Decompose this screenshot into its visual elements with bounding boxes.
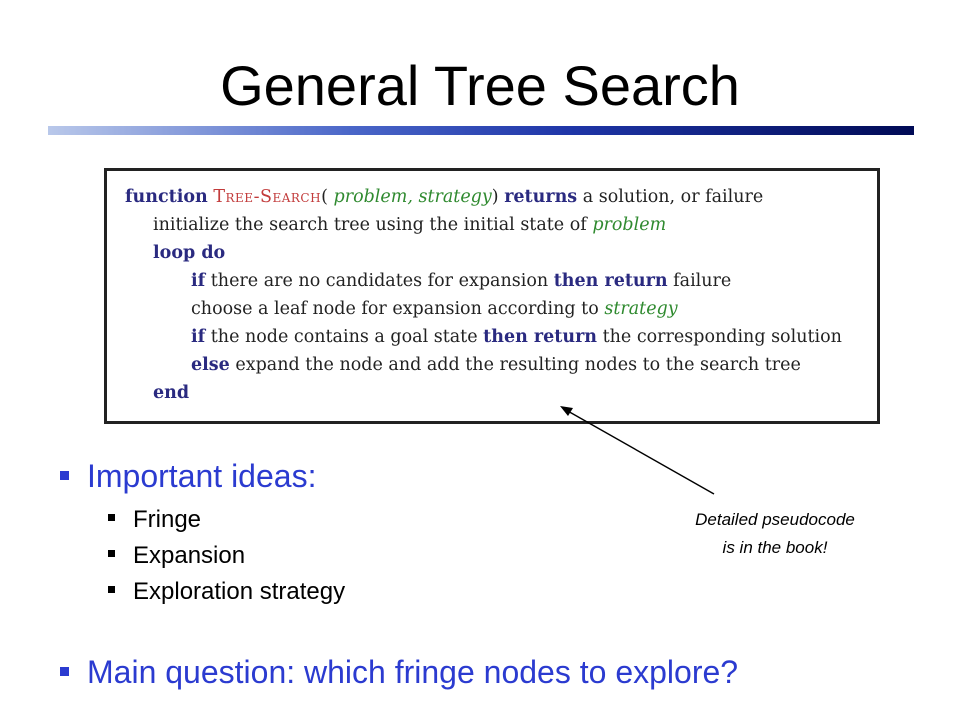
code-line-6: if the node contains a goal state then r…: [191, 327, 842, 347]
code-text: the node contains a goal state: [210, 327, 478, 347]
sub-bullet-expansion: Expansion: [108, 542, 245, 570]
code-text: there are no candidates for expansion: [210, 271, 549, 291]
bullet-main-question: Main question: which fringe nodes to exp…: [60, 654, 738, 691]
bullet-important-ideas: Important ideas:: [60, 458, 316, 495]
code-text: choose a leaf node for expansion accordi…: [191, 299, 599, 319]
annotation-line-2: is in the book!: [722, 538, 828, 557]
keyword-then-return: then return: [483, 327, 598, 347]
code-text: expand the node and add the resulting no…: [235, 355, 801, 375]
close-paren: ): [491, 187, 499, 207]
annotation-line-1: Detailed pseudocode: [695, 510, 855, 529]
slide-title: General Tree Search: [220, 54, 740, 117]
bullet-square-icon: [108, 514, 115, 522]
code-line-1: function Tree-Search( problem, strategy)…: [125, 187, 763, 207]
bullet-text: Expansion: [133, 542, 246, 569]
sub-bullet-exploration-strategy: Exploration strategy: [108, 578, 345, 606]
function-args: problem, strategy: [333, 187, 492, 207]
title-underline-bar: [48, 126, 914, 135]
keyword-then-return: then return: [553, 271, 668, 291]
code-text: initialize the search tree using the ini…: [153, 215, 587, 235]
keyword-if: if: [191, 327, 206, 347]
sub-bullet-fringe: Fringe: [108, 506, 201, 534]
code-line-4: if there are no candidates for expansion…: [191, 271, 731, 291]
open-paren: (: [321, 187, 328, 207]
keyword-function: function: [125, 187, 208, 207]
arrow-head: [560, 406, 573, 416]
bullet-text: Important ideas:: [87, 458, 317, 494]
bullet-square-icon: [60, 471, 69, 481]
bullet-square-icon: [108, 586, 115, 594]
keyword-loop-do: loop do: [153, 243, 226, 263]
keyword-else: else: [191, 355, 230, 375]
code-arg-strategy: strategy: [604, 299, 678, 319]
keyword-end: end: [153, 383, 190, 403]
return-description: a solution, or failure: [582, 187, 764, 207]
pseudocode-box: function Tree-Search( problem, strategy)…: [104, 168, 880, 424]
code-line-2: initialize the search tree using the ini…: [153, 215, 666, 235]
code-text: failure: [673, 271, 732, 291]
bullet-square-icon: [60, 667, 69, 677]
bullet-text: Fringe: [133, 506, 202, 533]
arrow-line: [565, 409, 715, 495]
bullet-text: Main question: which fringe nodes to exp…: [87, 654, 739, 690]
code-line-3: loop do: [153, 243, 225, 263]
code-line-8: end: [153, 383, 189, 403]
annotation-note: Detailed pseudocode is in the book!: [645, 506, 905, 562]
keyword-if: if: [191, 271, 206, 291]
bullet-square-icon: [108, 550, 115, 558]
code-text: the corresponding solution: [602, 327, 842, 347]
code-line-5: choose a leaf node for expansion accordi…: [191, 299, 678, 319]
function-name: Tree-Search: [213, 187, 322, 207]
bullet-text: Exploration strategy: [133, 578, 346, 605]
code-line-7: else expand the node and add the resulti…: [191, 355, 801, 375]
code-arg-problem: problem: [592, 215, 667, 235]
keyword-returns: returns: [504, 187, 578, 207]
